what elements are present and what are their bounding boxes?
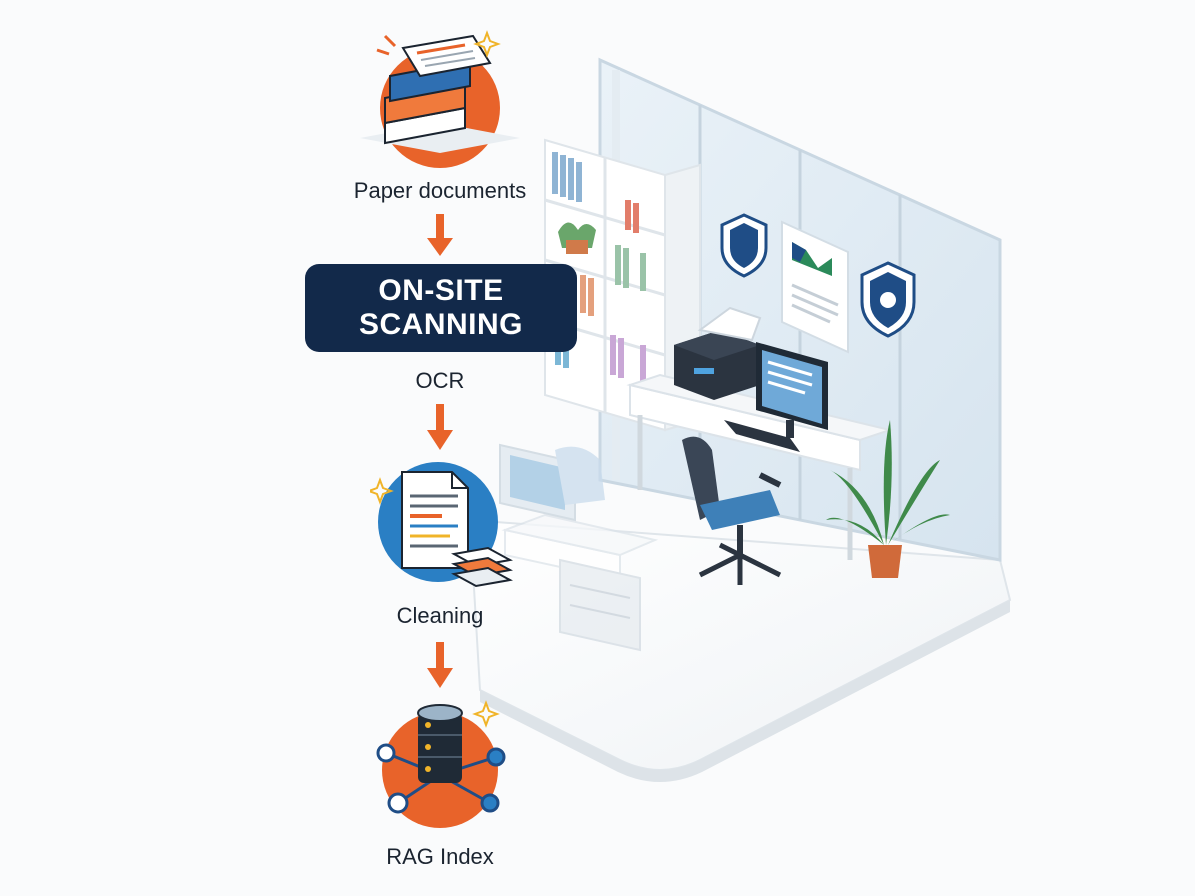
step-label-cleaning: Cleaning — [396, 603, 484, 628]
on-site-scanning-banner: ON-SITE SCANNING — [305, 264, 577, 352]
office-chair — [682, 436, 782, 585]
step-label-paper-documents: Paper documents — [353, 178, 527, 203]
arrow-down-icon — [427, 404, 453, 450]
potted-plant — [826, 420, 950, 578]
wall-poster — [781, 220, 849, 354]
banner-line-1: ON-SITE — [378, 274, 504, 307]
arrow-down-icon — [427, 214, 453, 256]
shield-icon — [860, 261, 916, 338]
second-desk — [499, 443, 659, 652]
paper-stack-icon — [360, 30, 520, 168]
step-label-ocr: OCR — [415, 368, 465, 393]
arrow-down-icon — [427, 642, 453, 688]
document-cleaning-icon — [370, 462, 513, 588]
printer-icon — [674, 306, 762, 400]
step-label-rag-index: RAG Index — [386, 844, 494, 869]
shield-icon — [720, 213, 768, 278]
monitor-icon — [756, 342, 828, 438]
keyboard — [724, 420, 800, 452]
banner-line-2: SCANNING — [358, 308, 523, 341]
database-network-icon — [376, 700, 506, 828]
